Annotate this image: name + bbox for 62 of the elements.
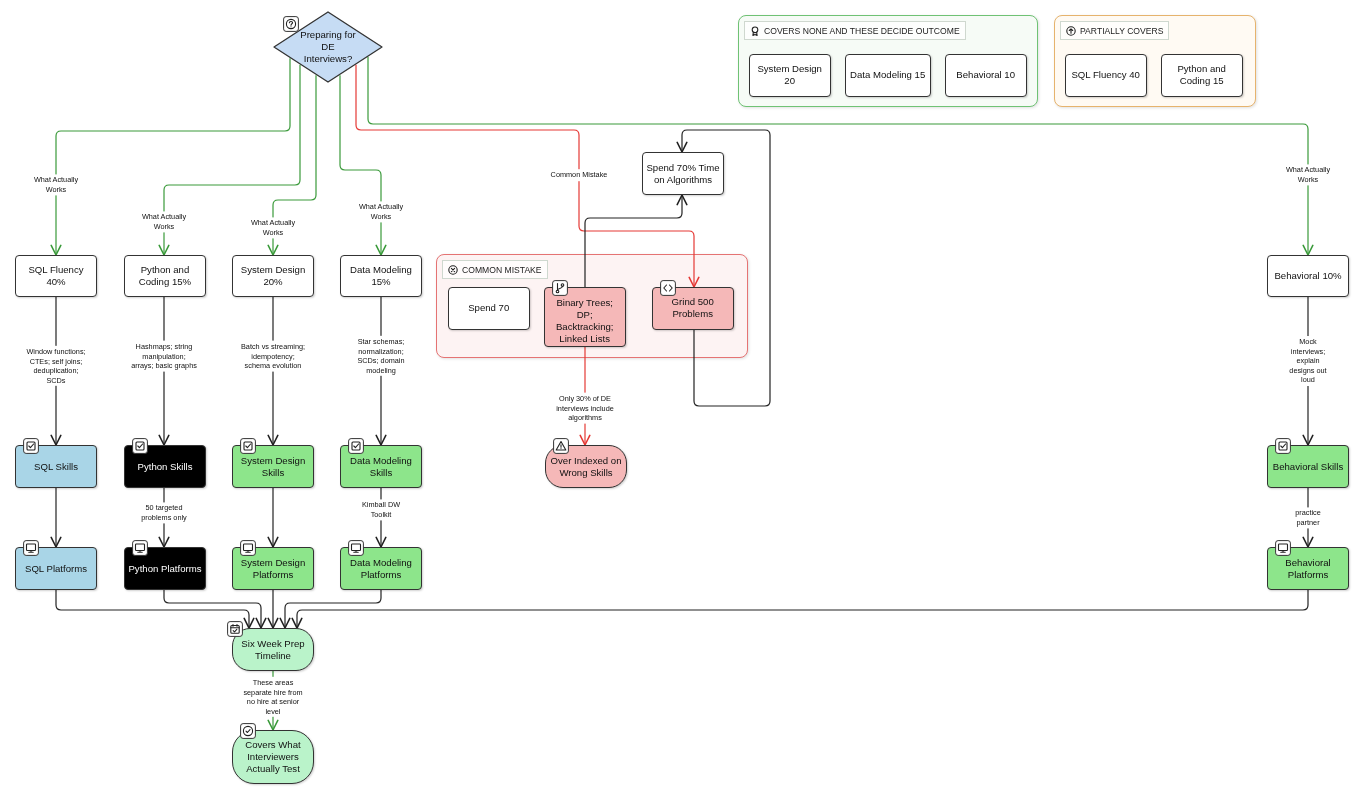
- node-label: System Design Skills: [239, 454, 307, 479]
- node-label: Preparing for DE Interviews?: [299, 29, 357, 65]
- node-label: Binary Trees; DP; Backtracking; Linked Lists: [554, 296, 615, 345]
- process-box: [944, 53, 1027, 97]
- process-box: [1160, 53, 1243, 97]
- node-label: Python and Coding 15: [1176, 63, 1227, 88]
- decision-diamond: [273, 11, 383, 83]
- arrow: [50, 487, 62, 548]
- arrow: [267, 589, 279, 629]
- node-label: Python Skills: [136, 460, 194, 473]
- node-label: Behavioral Platforms: [1284, 556, 1332, 581]
- arrow: [291, 589, 1309, 629]
- arrow: [267, 487, 279, 548]
- node-label: Python Platforms: [127, 562, 203, 575]
- node-label: Over Indexed on Wrong Skills: [549, 454, 623, 479]
- process-box: [748, 53, 831, 97]
- node-label: Data Modeling 15: [849, 69, 927, 82]
- process-box: [232, 255, 314, 297]
- arrow: [163, 589, 267, 629]
- node-label: Data Modeling Skills: [349, 454, 413, 479]
- group-title: PARTIALLY COVERS: [1080, 25, 1164, 36]
- node-label: Behavioral Skills: [1271, 460, 1345, 473]
- arrow: [267, 74, 317, 256]
- node-label: SQL Fluency 40%: [27, 264, 85, 288]
- group-box: [1054, 15, 1256, 107]
- node-label: Behavioral 10%: [1273, 270, 1343, 282]
- process-box: [340, 255, 422, 297]
- node-label: System Design Platforms: [239, 556, 307, 581]
- node-label: System Design 20: [756, 63, 823, 88]
- node-label: SQL Platforms: [24, 562, 88, 575]
- arrow: [55, 589, 255, 629]
- node-label: Behavioral 10: [955, 69, 1016, 82]
- arrow: [355, 64, 700, 288]
- arrow: [339, 74, 387, 256]
- arrow: [584, 194, 688, 288]
- node-label: Data Modeling Platforms: [349, 556, 413, 581]
- arrow: [367, 56, 1314, 256]
- arrow: [279, 589, 382, 629]
- process-box: [124, 255, 206, 297]
- arrow: [50, 57, 291, 256]
- node-label: Spend 70: [467, 302, 511, 315]
- process-box: [844, 53, 931, 97]
- node-label: Spend 70% Time on Algorithms: [645, 161, 721, 186]
- node-label: Python and Coding 15%: [137, 264, 193, 288]
- process-box: [642, 152, 724, 195]
- process-box: [1064, 53, 1147, 97]
- group-box: [738, 15, 1038, 107]
- group-box: [436, 254, 748, 358]
- arrow: [676, 129, 771, 407]
- node-label: Data Modeling 15%: [349, 264, 413, 288]
- node-label: SQL Fluency 40: [1070, 69, 1141, 82]
- node-label: Grind 500 Problems: [670, 296, 715, 321]
- node-label: Six Week Prep Timeline: [240, 637, 306, 662]
- process-box: [1267, 255, 1349, 297]
- process-box: [447, 286, 530, 330]
- arrow: [158, 64, 301, 256]
- node-label: Covers What Interviewers Actually Test: [244, 739, 302, 775]
- group-title: COVERS NONE AND THESE DECIDE OUTCOME: [764, 25, 960, 36]
- node-label: System Design 20%: [239, 264, 307, 288]
- node-label: SQL Skills: [33, 460, 79, 473]
- group-title: COMMON MISTAKE: [462, 264, 542, 275]
- process-box: [15, 255, 97, 297]
